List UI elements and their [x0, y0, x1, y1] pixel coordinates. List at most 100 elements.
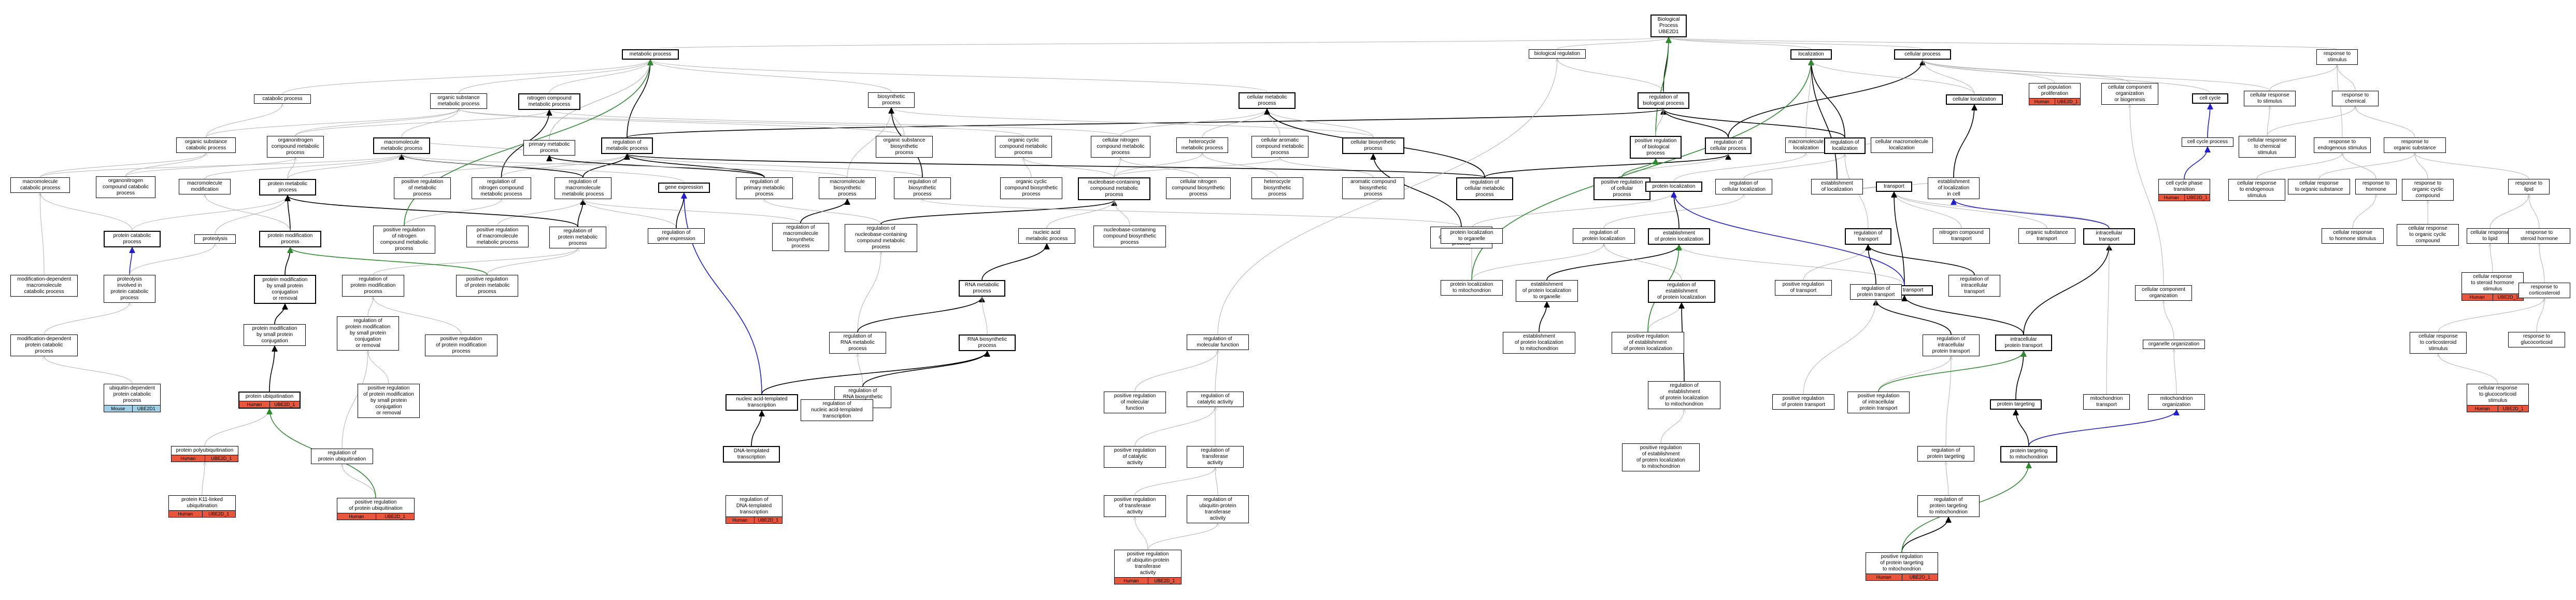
go-term-node[interactable]: RNA biosynthetic process [959, 334, 1016, 351]
go-term-node[interactable]: modification-dependent protein catabolic… [10, 334, 78, 356]
go-term-node[interactable]: positive regulation of nitrogen compound… [373, 226, 435, 254]
go-term-node[interactable]: regulation of gene expression [648, 228, 705, 244]
go-term-node[interactable]: regulation of cellular process [1705, 137, 1752, 154]
go-term-node[interactable]: aromatic compound biosynthetic process [1342, 177, 1404, 199]
go-term-node[interactable]: organelle organization [2143, 340, 2205, 349]
go-term-node[interactable]: response to corticosteroid [2518, 283, 2570, 298]
go-term-node[interactable]: regulation of molecular function [1187, 334, 1249, 350]
go-term-node[interactable]: response to organic cyclic compound [2402, 179, 2454, 201]
go-term-node[interactable]: modification-dependent macromolecule cat… [10, 275, 78, 297]
go-term-node[interactable]: regulation of localization [1824, 137, 1866, 154]
go-term-node[interactable]: regulation of intracellular protein tran… [1923, 334, 1980, 356]
go-term-node[interactable]: DNA-templated transcription [723, 446, 780, 463]
go-term-node[interactable]: organic substance catabolic process [176, 137, 236, 153]
go-term-node[interactable]: cell cycle [2192, 93, 2228, 104]
go-term-node[interactable]: macromolecule modification [179, 179, 231, 194]
go-term-node[interactable]: protein localization to organelle [1441, 228, 1503, 244]
go-term-node[interactable]: regulation of nucleic acid-templated tra… [801, 399, 873, 421]
go-term-node[interactable]: positive regulation of protein targeting… [1866, 552, 1938, 581]
go-term-node[interactable]: establishment of localization in cell [1928, 177, 1980, 199]
go-term-node[interactable]: cellular response to organic cyclic comp… [2397, 224, 2459, 246]
go-term-node[interactable]: regulation of ubiquitin-protein transfer… [1187, 495, 1249, 523]
go-term-node[interactable]: cellular aromatic compound metabolic pro… [1251, 136, 1308, 158]
go-term-node[interactable]: organic cyclic compound biosynthetic pro… [1000, 177, 1062, 199]
go-term-node[interactable]: regulation of protein transport [1850, 284, 1902, 300]
go-term-node[interactable]: regulation of macromolecule biosynthetic… [772, 223, 829, 251]
go-term-node[interactable]: heterocycle metabolic process [1176, 137, 1228, 153]
go-term-node[interactable]: protein targeting to mitochondrion [2000, 446, 2057, 463]
go-term-node[interactable]: mitochondrion organization [2148, 394, 2205, 410]
go-term-node[interactable]: organonitrogen compound metabolic proces… [267, 136, 324, 158]
go-term-node[interactable]: positive regulation of metabolic process [394, 177, 451, 199]
go-term-node[interactable]: cellular response to lipid [2467, 228, 2513, 244]
go-term-node[interactable]: primary metabolic process [523, 140, 575, 156]
go-term-node[interactable]: nucleic acid-templated transcription [725, 394, 798, 411]
go-term-node[interactable]: positive regulation of intracellular pro… [1847, 392, 1910, 413]
go-term-node[interactable]: organonitrogen compound catabolic proces… [96, 176, 155, 198]
go-term-node[interactable]: nucleic acid metabolic process [1018, 228, 1075, 244]
go-term-node[interactable]: positive regulation of protein ubiquitin… [337, 498, 415, 520]
go-term-node[interactable]: response to endogenous stimulus [2314, 137, 2371, 153]
go-term-node[interactable]: cellular response to endogenous stimulus [2228, 179, 2285, 201]
go-term-node[interactable]: transport [1876, 182, 1912, 192]
go-term-node[interactable]: catabolic process [254, 94, 311, 104]
go-term-node[interactable]: protein metabolic process [259, 179, 316, 196]
go-term-node[interactable]: macromolecule biosynthetic process [819, 177, 876, 199]
go-term-node[interactable]: response to steroid hormone [2508, 228, 2570, 244]
go-term-node[interactable]: regulation of protein metabolic process [549, 227, 606, 248]
go-term-node[interactable]: regulation of metabolic process [601, 137, 653, 154]
go-term-node[interactable]: cellular response to glucocorticoid stim… [2467, 384, 2529, 412]
go-term-node[interactable]: regulation of macromolecule metabolic pr… [554, 177, 611, 199]
go-term-node[interactable]: regulation of transferase activity [1187, 446, 1244, 468]
go-term-node[interactable]: establishment of protein localization to… [1516, 280, 1578, 302]
go-term-node[interactable]: cellular component organization [2135, 285, 2192, 301]
go-term-node[interactable]: cellular nitrogen compound metabolic pro… [1091, 136, 1150, 158]
go-term-node[interactable]: regulation of protein modification proce… [342, 275, 404, 297]
go-term-node[interactable]: regulation of primary metabolic process [736, 177, 793, 199]
go-term-node[interactable]: response to organic substance [2384, 137, 2446, 153]
go-term-node[interactable]: regulation of establishment of protein l… [1648, 280, 1715, 303]
go-term-node[interactable]: localization [1790, 49, 1832, 60]
go-term-node[interactable]: cellular metabolic process [1239, 92, 1296, 109]
go-term-node[interactable]: biosynthetic process [868, 92, 915, 108]
go-term-node[interactable]: regulation of protein localization [1573, 228, 1635, 244]
go-term-node[interactable]: positive regulation of protein modificat… [425, 334, 497, 356]
go-term-node[interactable]: cellular response to corticosteroid stim… [2410, 332, 2467, 354]
go-term-node[interactable]: metabolic process [622, 49, 679, 60]
go-term-node[interactable]: regulation of protein modification by sm… [337, 316, 399, 351]
go-term-node[interactable]: protein catabolic process [104, 231, 161, 247]
go-term-node[interactable]: biological regulation [1529, 49, 1586, 59]
go-term-node[interactable]: intracellular protein transport [1995, 334, 2052, 351]
go-term-node[interactable]: cellular component organization or bioge… [2101, 83, 2158, 105]
go-term-node[interactable]: macromolecule metabolic process [373, 137, 430, 154]
go-term-node[interactable]: positive regulation of ubiquitin-protein… [1114, 550, 1182, 584]
go-term-node[interactable]: nucleobase-containing compound biosynthe… [1093, 226, 1166, 247]
go-term-node[interactable]: positive regulation of protein metabolic… [456, 275, 518, 297]
go-term-node[interactable]: response to hormone [2355, 179, 2397, 194]
go-term-node[interactable]: regulation of transport [1845, 228, 1891, 245]
go-term-node[interactable]: regulation of biological process [1638, 92, 1689, 109]
go-term-node[interactable]: regulation of RNA metabolic process [829, 332, 886, 354]
go-term-node[interactable]: regulation of protein targeting to mitoc… [1917, 495, 1980, 517]
go-term-node[interactable]: regulation of cellular localization [1715, 179, 1772, 194]
go-term-node[interactable]: regulation of protein targeting [1917, 446, 1974, 462]
go-term-node[interactable]: organic substance transport [2018, 228, 2075, 244]
go-term-node[interactable]: Biological Process UBE2D1 [1650, 15, 1687, 37]
go-term-node[interactable]: positive regulation of transferase activ… [1104, 495, 1166, 517]
go-term-node[interactable]: positive regulation of establishment of … [1612, 332, 1684, 354]
go-term-node[interactable]: macromolecule catabolic process [10, 177, 70, 193]
go-term-node[interactable]: response to glucocorticoid [2508, 332, 2565, 347]
go-term-node[interactable]: cellular localization [1946, 94, 2003, 105]
go-term-node[interactable]: nucleobase-containing compound metabolic… [1078, 177, 1150, 200]
go-term-node[interactable]: positive regulation of macromolecule met… [466, 226, 529, 247]
go-term-node[interactable]: positive regulation of establishment of … [1622, 443, 1700, 471]
go-term-node[interactable]: ubiquitin-dependent protein catabolic pr… [104, 384, 161, 412]
go-term-node[interactable]: cellular biosynthetic process [1342, 137, 1404, 154]
go-term-node[interactable]: nitrogen compound metabolic process [518, 93, 580, 110]
go-term-node[interactable]: mitochondrion transport [2083, 394, 2130, 410]
go-term-node[interactable]: response to chemical [2332, 91, 2379, 106]
